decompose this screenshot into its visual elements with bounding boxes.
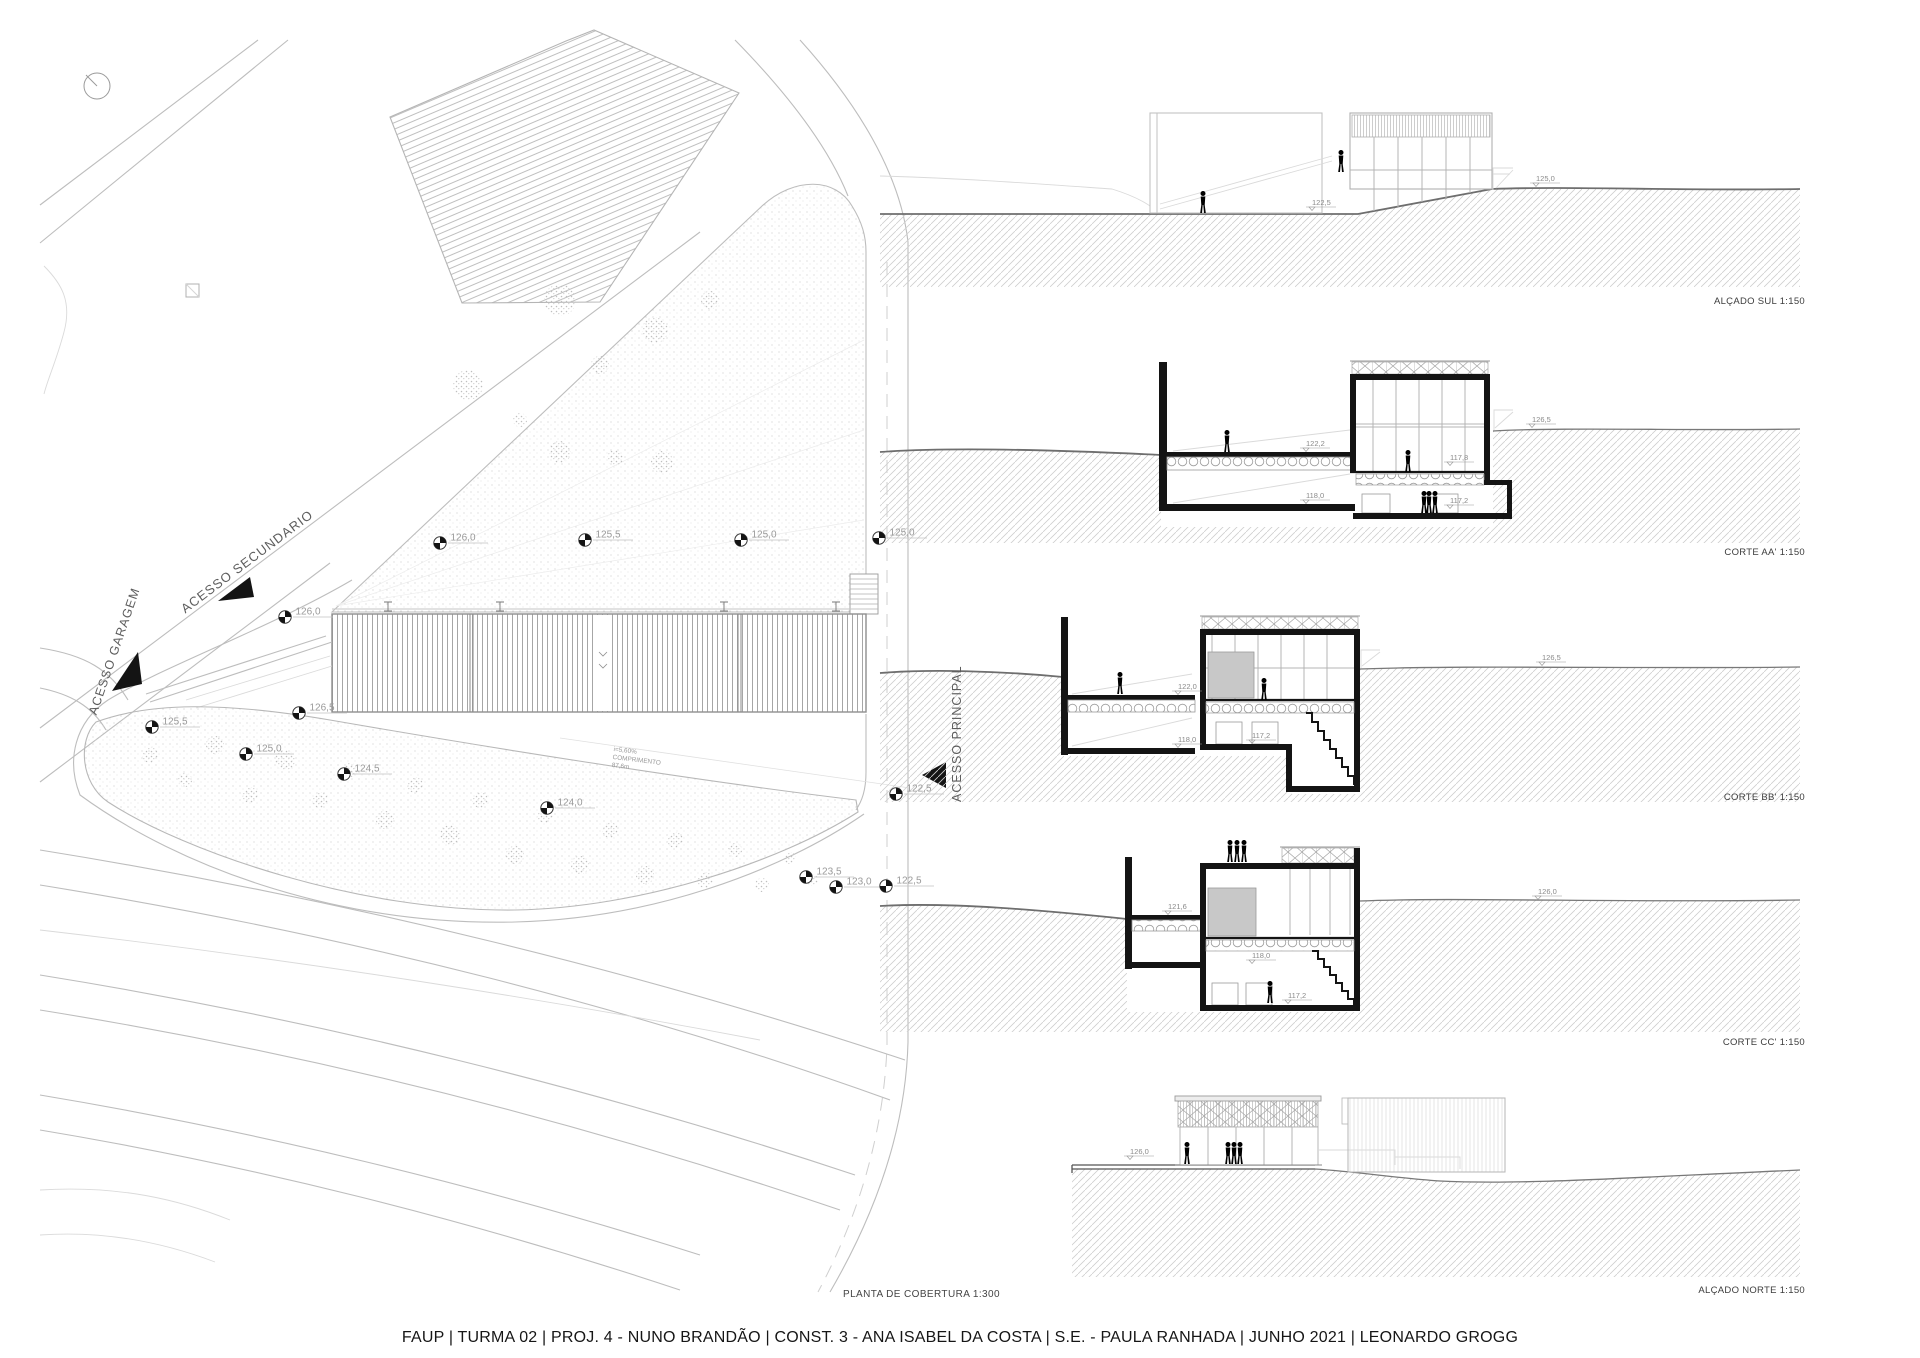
level-mark: 117,2 [1282,991,1312,1004]
north-indicator-icon [83,72,111,100]
section-alcado-norte [1071,1095,1801,1277]
direction-arrow-icon [112,652,142,691]
svg-text:124,0: 124,0 [558,798,583,809]
svg-text:126,0: 126,0 [296,607,321,618]
level-mark: 122,0 [1172,682,1202,695]
exterior-stair [849,573,879,615]
level-mark: 126,0 [1532,887,1562,900]
section-alcado-sul [879,112,1801,287]
section-label-corte-cc: CORTE CC' 1:150 [1722,1037,1805,1048]
spot-elevation-marker: 126,5 [292,703,347,720]
highway [39,849,906,1291]
svg-text:126,5: 126,5 [1532,415,1551,424]
svg-text:122,5: 122,5 [897,876,922,887]
svg-text:125,0: 125,0 [257,744,282,755]
level-mark: 117,2 [1444,496,1474,509]
svg-text:125,0: 125,0 [752,530,777,541]
title-block-credits: FAUP | TURMA 02 | PROJ. 4 - NUNO BRANDÃO… [401,1329,1519,1346]
level-mark: 118,0 [1172,735,1202,748]
level-mark: 121,6 [1162,902,1192,915]
svg-text:122,5: 122,5 [907,784,932,795]
spot-elevations: 126,0 126,0 125,5 125,0 125,0 125,5 126,5 125,0… [145,528,944,894]
svg-text:122,5: 122,5 [1312,198,1331,207]
svg-text:124,5: 124,5 [355,764,380,775]
svg-text:123,0: 123,0 [847,877,872,888]
spot-elevation-marker: 123,5 [799,867,854,884]
spot-elevation-marker: 125,5 [578,530,633,547]
svg-text:122,0: 122,0 [1178,682,1197,691]
section-label-alcado-norte: ALÇADO NORTE 1:150 [1698,1285,1805,1296]
spot-elevation-marker: 126,0 [278,607,333,624]
spot-elevation-marker: 124,5 [337,764,392,781]
svg-text:118,0: 118,0 [1252,951,1270,960]
level-mark: 125,0 [1530,174,1560,187]
svg-text:118,0: 118,0 [1178,735,1196,744]
spot-elevation-marker: 125,5 [145,717,200,734]
neighbor-building [389,29,740,304]
plaza [330,183,867,613]
level-mark: 122,2 [1300,439,1330,452]
svg-text:126,5: 126,5 [1542,653,1561,662]
svg-text:125,5: 125,5 [596,530,621,541]
svg-text:125,5: 125,5 [163,717,188,728]
spot-elevation-marker: 125,0 [239,744,294,761]
plan-title: PLANTA DE COBERTURA 1:300 [843,1289,1000,1300]
svg-text:117,2: 117,2 [1252,731,1270,740]
level-mark: 126,0 [1124,1147,1154,1160]
svg-text:117,8: 117,8 [1450,453,1468,462]
section-corte-cc [879,840,1801,1032]
level-mark: 126,5 [1526,415,1556,428]
level-mark: 117,2 [1246,731,1276,744]
spot-elevation-marker: 125,0 [734,530,789,547]
svg-text:125,0: 125,0 [1536,174,1555,183]
roof-markers [384,601,840,612]
site-plan [39,29,946,1293]
section-corte-bb [879,615,1801,802]
svg-text:125,0: 125,0 [890,528,915,539]
spot-elevation-marker: 125,0 [872,528,927,545]
spot-elevation-marker: 122,5 [879,876,934,893]
level-marks: 122,5 125,0 122,2 118,0 117,8 117,2 126,5 122,0… [1124,174,1566,1160]
section-label-corte-aa: CORTE AA' 1:150 [1724,547,1805,558]
spot-elevation-marker: 126,0 [433,533,488,550]
spot-elevation-marker: 123,0 [829,877,884,894]
svg-text:118,0: 118,0 [1306,491,1324,500]
svg-text:126,0: 126,0 [1538,887,1557,896]
svg-text:117,2: 117,2 [1450,496,1468,505]
level-mark: 118,0 [1246,951,1276,964]
svg-text:117,2: 117,2 [1288,991,1306,1000]
svg-text:121,6: 121,6 [1168,902,1187,911]
section-corte-aa [879,360,1801,543]
road-label-main: ACESSO PRINCIPAL [950,665,964,802]
svg-text:126,0: 126,0 [1130,1147,1149,1156]
svg-text:122,2: 122,2 [1306,439,1325,448]
spot-elevation-marker: 124,0 [540,798,595,815]
spot-elevation-marker: 122,5 [889,784,944,801]
svg-text:126,0: 126,0 [451,533,476,544]
svg-text:126,5: 126,5 [310,703,335,714]
garden-strip [83,706,859,911]
direction-arrow-icon [218,577,254,601]
level-mark: 118,0 [1300,491,1330,504]
level-mark: 122,5 [1306,198,1336,211]
plaza-trees [453,284,719,473]
level-mark: 117,8 [1444,453,1474,466]
section-label-corte-bb: CORTE BB' 1:150 [1723,792,1805,803]
section-label-alcado-sul: ALÇADO SUL 1:150 [1713,296,1805,307]
svg-text:123,5: 123,5 [817,867,842,878]
level-mark: 126,5 [1536,653,1566,666]
